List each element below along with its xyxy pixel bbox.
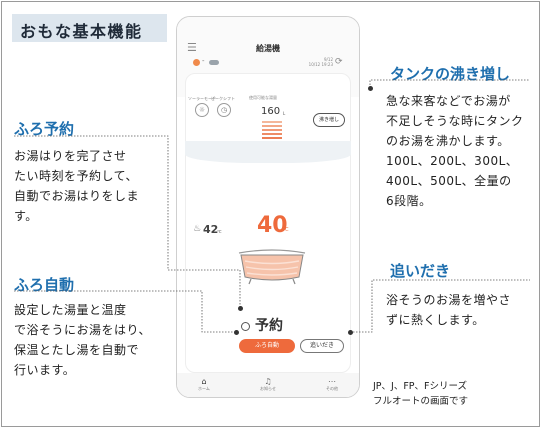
weather-separator: - xyxy=(202,57,205,65)
water-available-value: 160 xyxy=(261,106,281,117)
auto-bath-button[interactable]: ふろ自動 xyxy=(239,339,295,353)
furo-jido-title: ふろ自動 xyxy=(14,276,75,294)
nav-label: その他 xyxy=(326,386,338,391)
gauge-level xyxy=(262,125,282,127)
peakshift-mode-button[interactable]: ◷ xyxy=(217,103,231,117)
bath-temperature-unit: ℃ xyxy=(217,229,222,234)
bell-icon: ♫ xyxy=(264,377,272,386)
footnote-line: フルオートの画面です xyxy=(373,396,469,407)
text-line: 設定した湯量と温度 xyxy=(14,303,127,317)
main-card xyxy=(185,73,351,373)
bottom-nav: ⌂ ホーム ♫ お知らせ ⋯ その他 xyxy=(177,373,359,397)
gauge-level xyxy=(262,133,282,135)
callout-dot-oidaki xyxy=(347,329,353,335)
text-line: 保温とたし湯を自動で xyxy=(14,343,140,357)
mode-label-peakshift: ピークシフト xyxy=(211,96,235,101)
oidaki-description: 浴そうのお湯を増やさ ずに熱くします。 xyxy=(386,290,536,330)
text-line: 100L、200L、300L、 xyxy=(386,154,519,168)
text-line: 自動でお湯はりをしま xyxy=(14,189,140,203)
callout-dot-reserve xyxy=(237,305,243,311)
text-line: ずに熱くします。 xyxy=(386,313,485,327)
text-line: 6段階。 xyxy=(386,194,432,208)
nav-home[interactable]: ⌂ ホーム xyxy=(189,377,219,392)
text-line: お湯はりを完了させ xyxy=(14,149,127,163)
solar-mode-button[interactable]: ☼ xyxy=(195,103,209,117)
refresh-icon[interactable]: ⟳ xyxy=(335,57,343,67)
text-line: 400L、500L、全量の xyxy=(386,174,512,188)
home-icon: ⌂ xyxy=(201,377,207,386)
footnote-line: JP、J、FP、Fシリーズ xyxy=(373,381,468,392)
water-available-label: 使用可能な湯量 xyxy=(249,95,277,100)
text-line: たい時刻を予約して、 xyxy=(14,169,139,183)
set-temperature-unit: ℃ xyxy=(283,227,289,233)
phone-screen: ☰ 給湯機 - 9/12 10/12 19:23 ⟳ ソーラーモード ピークシフ… xyxy=(176,16,360,398)
text-line: 不足しそうな時にタンク xyxy=(386,114,524,128)
oidaki-title: 追いだき xyxy=(390,262,451,280)
bath-level-icon: ♨ xyxy=(193,224,202,234)
callout-dot-auto xyxy=(233,329,239,335)
time-line: 10/12 19:23 xyxy=(308,62,333,67)
set-temperature[interactable]: 40 xyxy=(257,213,288,238)
nav-more[interactable]: ⋯ その他 xyxy=(317,377,347,392)
gauge-level xyxy=(262,129,282,131)
reservation-label[interactable]: 予約 xyxy=(255,318,283,334)
reheat-bath-button[interactable]: 追いだき xyxy=(300,339,344,353)
tank-divider xyxy=(185,141,351,163)
tank-reheat-description: 急な来客などでお湯が 不足しそうな時にタンク のお湯を沸かします。 100L、2… xyxy=(386,91,536,211)
mode-label-solar: ソーラーモード xyxy=(188,96,216,101)
text-line: 急な来客などでお湯が xyxy=(386,94,511,108)
text-line: 行います。 xyxy=(14,363,76,377)
text-line: 浴そうのお湯を増やさ xyxy=(386,293,512,307)
nav-notifications[interactable]: ♫ お知らせ xyxy=(253,377,283,392)
nav-label: ホーム xyxy=(198,386,210,391)
date-line: 9/12 xyxy=(324,57,333,62)
furo-yoyaku-title: ふろ予約 xyxy=(14,120,75,138)
app-title: 給湯機 xyxy=(256,44,280,53)
datetime: 9/12 10/12 19:23 xyxy=(293,57,333,67)
furo-yoyaku-description: お湯はりを完了させ たい時刻を予約して、 自動でお湯はりをしま す。 xyxy=(14,146,172,226)
gauge-level xyxy=(262,137,282,139)
clock-icon xyxy=(241,322,250,331)
cloud-icon xyxy=(209,60,219,65)
hamburger-icon[interactable]: ☰ xyxy=(187,41,197,54)
sun-icon xyxy=(193,59,200,66)
headline: おもな基本機能 xyxy=(12,14,167,42)
callout-dot-tank xyxy=(367,85,373,91)
text-line: で浴そうにお湯をはり、 xyxy=(14,323,152,337)
text-line: のお湯を沸かします。 xyxy=(386,134,510,148)
bath-temperature: 42 xyxy=(203,223,219,236)
furo-jido-description: 設定した湯量と温度 で浴そうにお湯をはり、 保温とたし湯を自動で 行います。 xyxy=(14,300,172,380)
reheat-button[interactable]: 沸き増し xyxy=(313,113,345,127)
gauge-level xyxy=(262,121,282,123)
text-line: す。 xyxy=(14,209,38,223)
tank-reheat-title: タンクの沸き増し xyxy=(390,65,511,83)
tank-gauge xyxy=(262,121,282,141)
bathtub-icon xyxy=(238,249,306,285)
more-icon: ⋯ xyxy=(328,377,336,386)
water-unit: L xyxy=(283,111,286,116)
footnote: JP、J、FP、Fシリーズ フルオートの画面です xyxy=(373,379,468,409)
nav-label: お知らせ xyxy=(260,386,276,391)
